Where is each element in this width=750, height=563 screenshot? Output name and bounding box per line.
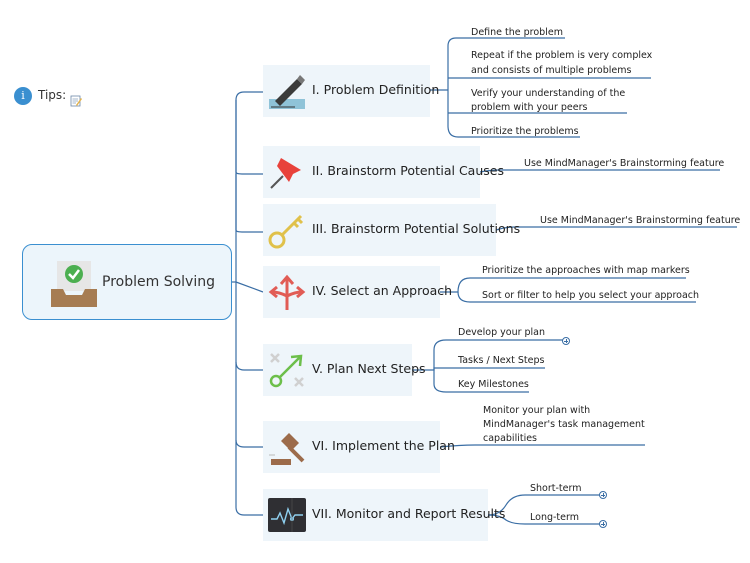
- inbox-check-icon: [51, 261, 97, 307]
- subtopic-monitor-plan-l1[interactable]: Monitor your plan with: [483, 405, 591, 416]
- subtopic-sort-filter[interactable]: Sort or filter to help you select your a…: [482, 290, 700, 301]
- topic-label: I. Problem Definition: [312, 82, 440, 97]
- tips-marker[interactable]: i Tips:: [14, 85, 84, 111]
- monitor-chart-icon: [268, 498, 306, 532]
- topic-problem-definition[interactable]: I. Problem Definition: [263, 65, 439, 117]
- topic-implement-plan[interactable]: VI. Implement the Plan: [263, 421, 455, 473]
- topic-label: II. Brainstorm Potential Causes: [312, 163, 504, 178]
- subtopic-repeat-complex-l2[interactable]: and consists of multiple problems: [471, 65, 632, 76]
- subtopic-prioritize-approaches[interactable]: Prioritize the approaches with map marke…: [482, 265, 690, 276]
- subtopic-repeat-complex-l1[interactable]: Repeat if the problem is very complex: [471, 50, 653, 61]
- topic-select-approach[interactable]: IV. Select an Approach: [263, 266, 452, 318]
- subtopic-key-milestones[interactable]: Key Milestones: [458, 379, 529, 390]
- subtopic-long-term[interactable]: Long-term: [530, 512, 579, 523]
- topic-label: V. Plan Next Steps: [312, 361, 426, 376]
- tips-label: Tips:: [38, 88, 67, 102]
- subtopic-verify-l1[interactable]: Verify your understanding of the: [471, 88, 626, 99]
- subtopic-verify-l2[interactable]: problem with your peers: [471, 102, 588, 113]
- subtopic-brainstorm-solutions[interactable]: Use MindManager's Brainstorming feature: [540, 215, 741, 226]
- expand-icon[interactable]: [599, 491, 607, 499]
- subtopic-monitor-plan-l2[interactable]: MindManager's task management: [483, 419, 645, 430]
- expand-icon[interactable]: [599, 520, 607, 528]
- central-topic-label: Problem Solving: [102, 274, 215, 290]
- central-topic[interactable]: Problem Solving: [22, 244, 232, 320]
- subtopic-brainstorm-causes[interactable]: Use MindManager's Brainstorming feature: [524, 158, 725, 169]
- subtopic-define-problem[interactable]: Define the problem: [471, 27, 563, 38]
- subtopic-tasks-next-steps[interactable]: Tasks / Next Steps: [458, 355, 545, 366]
- topic-monitor-report[interactable]: VII. Monitor and Report Results: [263, 489, 505, 541]
- notes-icon[interactable]: [70, 95, 82, 107]
- topic-label: VI. Implement the Plan: [312, 438, 455, 453]
- subtopic-prioritize-problems[interactable]: Prioritize the problems: [471, 126, 579, 137]
- topic-brainstorm-solutions[interactable]: III. Brainstorm Potential Solutions: [263, 204, 520, 256]
- info-icon: i: [14, 87, 32, 105]
- key-icon: [268, 214, 304, 249]
- strategy-arrow-icon: [269, 353, 304, 388]
- topic-label: VII. Monitor and Report Results: [312, 506, 506, 521]
- topic-label: IV. Select an Approach: [312, 283, 453, 298]
- topic-label: III. Brainstorm Potential Solutions: [312, 221, 521, 236]
- expand-icon[interactable]: [562, 337, 570, 345]
- gavel-icon: [269, 433, 305, 465]
- topic-plan-next-steps[interactable]: V. Plan Next Steps: [263, 344, 426, 396]
- pushpin-icon: [270, 158, 301, 189]
- direction-arrows-icon: [268, 274, 306, 310]
- subtopic-develop-plan[interactable]: Develop your plan: [458, 327, 546, 338]
- subtopic-short-term[interactable]: Short-term: [530, 483, 582, 494]
- subtopic-monitor-plan-l3[interactable]: capabilities: [483, 433, 538, 444]
- topic-brainstorm-causes[interactable]: II. Brainstorm Potential Causes: [263, 146, 504, 198]
- pen-icon: [269, 75, 305, 109]
